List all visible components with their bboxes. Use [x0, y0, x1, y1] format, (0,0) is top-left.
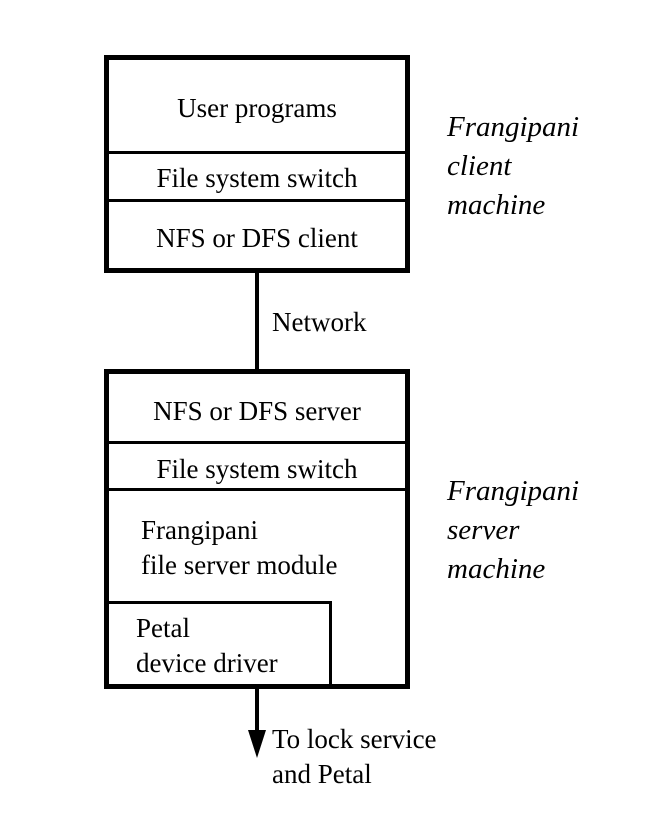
file-server-module-layer: Frangipani file server module: [141, 513, 337, 583]
server-caption-line: Frangipani: [447, 475, 580, 507]
server-file-system-switch-layer: File system switch: [156, 454, 358, 484]
petal-device-driver-box: Petal device driver: [106, 601, 332, 688]
server-machine-box: NFS or DFS server File system switch Fra…: [104, 369, 410, 689]
network-label: Network: [272, 307, 367, 337]
downstream-arrow-icon: [248, 686, 266, 758]
petal-driver-line: Petal: [136, 613, 190, 643]
client-file-system-switch-layer: File system switch: [156, 163, 358, 193]
client-caption-line: machine: [447, 189, 546, 221]
petal-device-driver-label: Petal device driver: [136, 611, 278, 681]
user-programs-layer: User programs: [177, 93, 337, 123]
server-divider-2: [109, 488, 405, 491]
nfs-dfs-client-layer: NFS or DFS client: [156, 223, 358, 253]
network-connector-line: [255, 273, 259, 369]
lock-service-line: To lock service: [272, 724, 437, 754]
client-divider-2: [109, 199, 405, 202]
client-caption-line: Frangipani: [447, 111, 580, 143]
server-machine-caption: Frangipani server machine: [447, 472, 579, 589]
client-machine-box: User programs File system switch NFS or …: [104, 55, 410, 273]
server-divider-1: [109, 441, 405, 444]
file-server-module-line: Frangipani: [141, 515, 258, 545]
lock-service-line: and Petal: [272, 759, 372, 789]
lock-service-label: To lock service and Petal: [272, 722, 437, 792]
nfs-dfs-server-layer: NFS or DFS server: [153, 396, 361, 426]
client-machine-caption: Frangipani client machine: [447, 108, 579, 225]
file-server-module-line: file server module: [141, 550, 338, 580]
client-caption-line: client: [447, 150, 512, 182]
server-caption-line: machine: [447, 553, 546, 585]
arrow-head: [248, 730, 266, 758]
client-divider-1: [109, 151, 405, 154]
petal-driver-line: device driver: [136, 648, 278, 678]
server-caption-line: server: [447, 514, 520, 546]
